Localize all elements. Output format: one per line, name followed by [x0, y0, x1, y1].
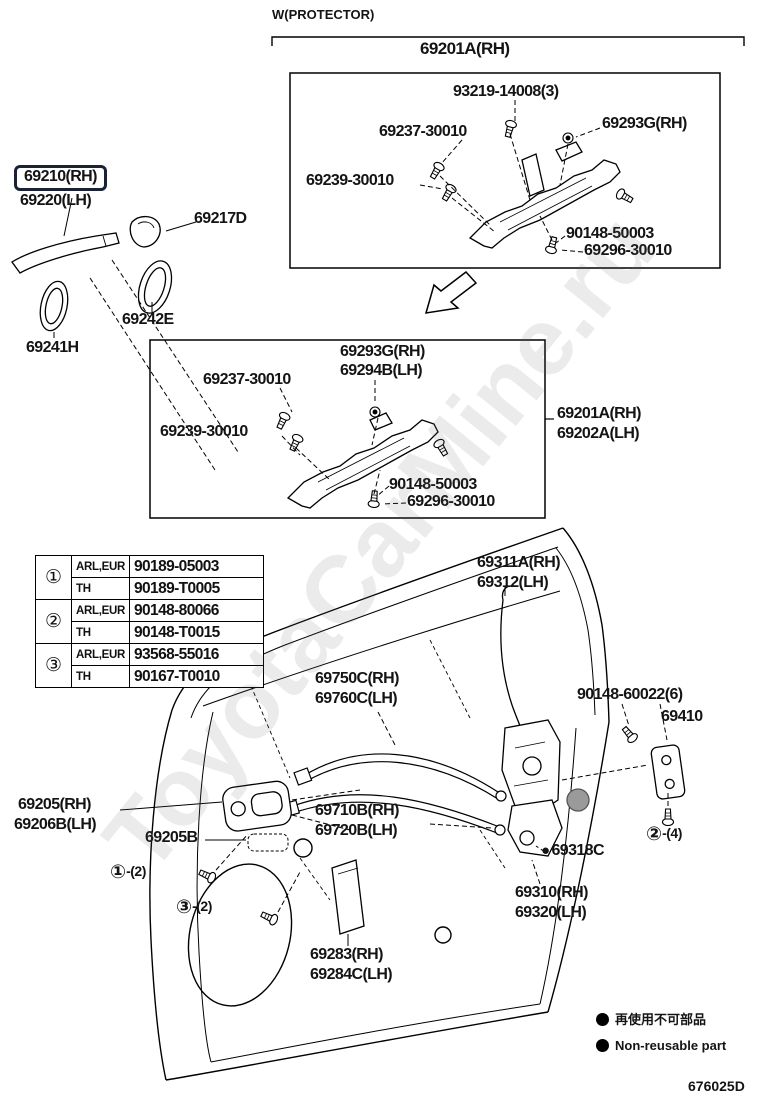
part-label-69318c: ●69318C	[541, 842, 605, 859]
part-label-90148-top: 90148-50003	[566, 225, 654, 242]
part-label-69710b: 69710B(RH)	[315, 802, 399, 819]
top-assembly-box	[289, 72, 721, 269]
region-cell: ARL,EUR	[70, 599, 131, 622]
part-label-69217d: 69217D	[194, 210, 247, 227]
legend-non-reusable-jp: 再使用不可部品	[596, 1013, 706, 1027]
part-cell: 90148-80066	[129, 599, 265, 622]
part-label-69293g-mid: 69293G(RH)	[340, 343, 425, 360]
region-cell: TH	[70, 665, 131, 688]
striker-assembly	[619, 703, 686, 827]
legend-non-reusable-en: Non-reusable part	[596, 1039, 726, 1053]
callout-1: ①-(2)	[110, 862, 146, 883]
non-reusable-dot-icon	[596, 1039, 609, 1053]
part-label-69296-mid: 69296-30010	[407, 493, 495, 510]
part-label-69294b-mid: 69294B(LH)	[340, 362, 423, 379]
row-number: ③	[35, 643, 72, 688]
part-label-69750c: 69750C(RH)	[315, 670, 399, 687]
protector-label: W(PROTECTOR)	[272, 7, 375, 22]
part-label-69293g-top: 69293G(RH)	[602, 115, 687, 132]
part-cell: 90189-T0005	[129, 577, 265, 600]
callout-3: ③-(2)	[176, 897, 212, 918]
part-label-90148-mid: 90148-50003	[389, 476, 477, 493]
table-row: ② ARL,EUR 90148-80066	[35, 599, 265, 644]
part-label-93219-14008: 93219-14008(3)	[453, 83, 559, 100]
part-label-69237-top: 69237-30010	[379, 123, 467, 140]
door-lock-assembly	[501, 719, 649, 885]
part-label-69296-top: 69296-30010	[584, 242, 672, 259]
region-cell: TH	[70, 621, 131, 644]
part-label-69410: 69410	[661, 708, 703, 725]
part-label-69202a-lh: 69202A(LH)	[557, 425, 640, 442]
direction-arrow	[424, 270, 478, 314]
part-label-69760c: 69760C(LH)	[315, 690, 398, 707]
fastener-variant-table: ① ARL,EUR 90189-05003 TH 90189-T0005 ② A…	[35, 555, 265, 688]
part-label-69205b: 69205B	[145, 829, 198, 846]
door-outline	[149, 527, 610, 1081]
row-number: ①	[35, 555, 72, 600]
mid-assembly-drawing	[273, 380, 451, 509]
part-label-69242e: 69242E	[122, 311, 174, 328]
table-row: TH 90167-T0010	[36, 665, 265, 688]
part-label-69311a: 69311A(RH)	[477, 554, 561, 571]
part-label-69210-highlighted: 69210(RH)	[14, 165, 107, 191]
non-reusable-dot-icon: ●	[541, 842, 550, 859]
table-row: ③ ARL,EUR 93568-55016	[35, 643, 265, 688]
callout-2: ②-(4)	[646, 824, 682, 845]
protector-bracket	[271, 36, 745, 46]
part-label-69312: 69312(LH)	[477, 574, 549, 591]
part-label-69220: 69220(LH)	[20, 192, 92, 209]
part-label-69310: 69310(RH)	[515, 884, 588, 901]
outer-handle-parts	[11, 197, 239, 471]
part-label-69720b: 69720B(LH)	[315, 822, 398, 839]
inside-handle-assembly	[119, 780, 361, 927]
part-label-69283: 69283(RH)	[310, 946, 383, 963]
part-label-69284c: 69284C(LH)	[310, 966, 393, 983]
top-assembly-drawing	[419, 100, 636, 256]
window-guide-rod	[500, 585, 529, 746]
part-label-69320: 69320(LH)	[515, 904, 587, 921]
document-number: 676025D	[688, 1078, 745, 1094]
row-number: ②	[35, 599, 72, 644]
part-cell: 90167-T0010	[129, 665, 265, 688]
part-label-69201a-rh: 69201A(RH)	[557, 405, 641, 422]
region-cell: ARL,EUR	[70, 555, 131, 578]
part-label-69206b: 69206B(LH)	[14, 816, 97, 833]
part-cell: 90148-T0015	[129, 621, 265, 644]
non-reusable-dot-icon	[596, 1013, 609, 1027]
region-cell: TH	[70, 577, 131, 600]
part-label-69239-top: 69239-30010	[306, 172, 394, 189]
part-label-69241h: 69241H	[26, 339, 79, 356]
region-cell: ARL,EUR	[70, 643, 131, 666]
part-label-69205: 69205(RH)	[18, 796, 91, 813]
part-label-69239-mid: 69239-30010	[160, 423, 248, 440]
table-row: ① ARL,EUR 90189-05003	[35, 555, 265, 600]
part-label-69237-mid: 69237-30010	[203, 371, 291, 388]
part-label-90148-60022: 90148-60022(6)	[577, 686, 683, 703]
top-assembly-title: 69201A(RH)	[420, 39, 510, 58]
part-cell: 93568-55016	[129, 643, 265, 666]
mid-assembly-box	[149, 339, 554, 519]
part-cell: 90189-05003	[129, 555, 265, 578]
door-pad-shape	[331, 859, 365, 946]
